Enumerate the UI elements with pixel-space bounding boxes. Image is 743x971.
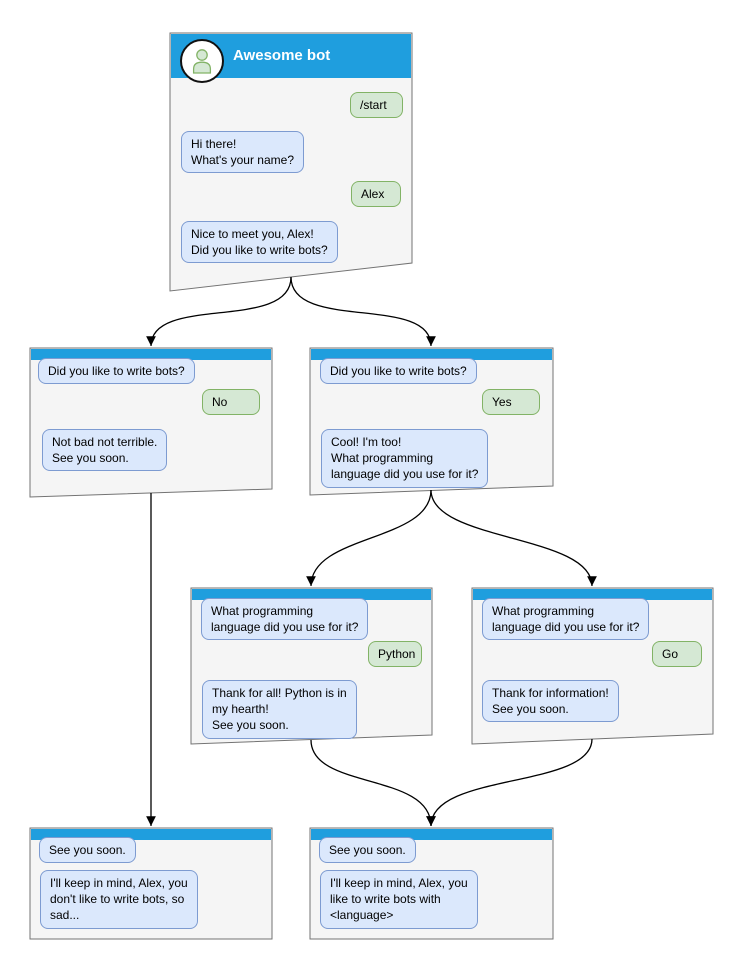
bot-message: What programming language did you use fo… bbox=[482, 598, 650, 641]
user-message: No bbox=[202, 389, 260, 416]
bot-message: Nice to meet you, Alex! Did you like to … bbox=[181, 221, 338, 264]
window-header: Awesome bot bbox=[171, 34, 411, 83]
bot-avatar bbox=[180, 39, 224, 83]
user-message: Python bbox=[368, 641, 422, 668]
bot-message: What programming language did you use fo… bbox=[201, 598, 369, 641]
window-header bbox=[311, 829, 552, 840]
bot-message: Hi there! What's your name? bbox=[181, 131, 305, 174]
bot-message: Did you like to write bots? bbox=[38, 358, 195, 385]
window-title: Awesome bot bbox=[233, 47, 331, 64]
window-header bbox=[473, 589, 712, 600]
user-message: /start bbox=[350, 92, 403, 119]
user-message: Go bbox=[652, 641, 702, 668]
bot-message: Cool! I'm too! What programming language… bbox=[321, 429, 489, 488]
chat-window-end-no: See you soon. I'll keep in mind, Alex, y… bbox=[30, 828, 272, 939]
user-message: Alex bbox=[351, 181, 401, 208]
bot-message: I'll keep in mind, Alex, you like to wri… bbox=[320, 870, 478, 929]
chat-window-go-branch: What programming language did you use fo… bbox=[472, 588, 713, 744]
bot-message: See you soon. bbox=[39, 837, 136, 864]
bot-message: Did you like to write bots? bbox=[320, 358, 477, 385]
bot-message: Thank for information! See you soon. bbox=[482, 680, 619, 723]
window-header bbox=[192, 589, 431, 600]
bot-message: Thank for all! Python is in my hearth! S… bbox=[202, 680, 357, 739]
user-message: Yes bbox=[482, 389, 540, 416]
chat-window-no-branch: Did you like to write bots? No Not bad n… bbox=[30, 348, 272, 497]
window-header bbox=[31, 829, 271, 840]
bot-message: See you soon. bbox=[319, 837, 416, 864]
chat-window-yes-branch: Did you like to write bots? Yes Cool! I'… bbox=[310, 348, 553, 495]
chat-window-python-branch: What programming language did you use fo… bbox=[191, 588, 432, 744]
person-icon bbox=[192, 49, 212, 74]
bot-message: I'll keep in mind, Alex, you don't like … bbox=[40, 870, 198, 929]
window-header bbox=[311, 349, 552, 360]
window-header bbox=[31, 349, 271, 360]
chat-window-end-yes: See you soon. I'll keep in mind, Alex, y… bbox=[310, 828, 553, 939]
chat-window-main: Awesome bot /start Hi there! What's your… bbox=[170, 33, 412, 291]
bot-message: Not bad not terrible. See you soon. bbox=[42, 429, 168, 472]
